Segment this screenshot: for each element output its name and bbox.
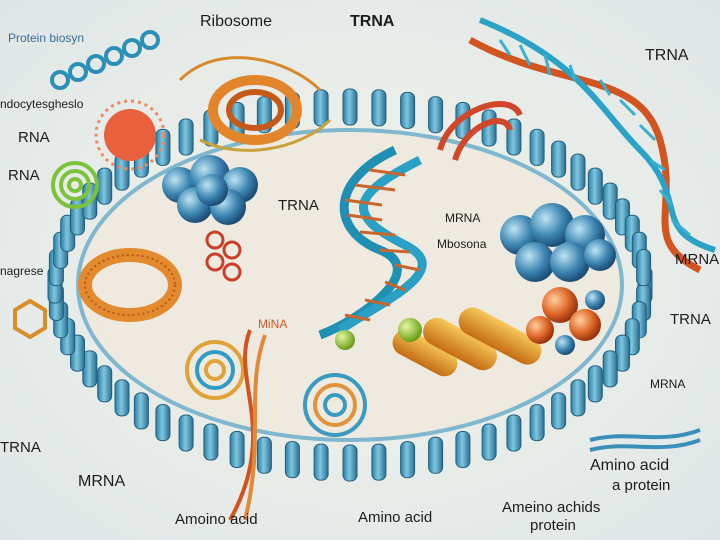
label-rna-left-2: RNA — [8, 167, 40, 184]
label-trna-left-low: TRNA — [0, 439, 41, 456]
rna-chain-top-left — [50, 30, 160, 90]
ribosome-cluster-right — [500, 203, 616, 282]
membrane-protein-cylinder — [636, 249, 652, 287]
label-ameino-achids-line1: Ameino achids — [502, 499, 601, 516]
ring-molecules — [205, 230, 242, 282]
label-endocytosis: ndocytesgheslo — [0, 97, 84, 111]
label-mrna-right-low: MRNA — [650, 377, 686, 391]
cell-membrane — [47, 88, 653, 482]
membrane-protein-cylinder — [203, 423, 219, 461]
membrane-protein-cylinder — [229, 431, 245, 468]
label-trna-center: TRNA — [278, 197, 319, 214]
label-trna-top-right: TRNA — [645, 47, 689, 64]
membrane-protein-cylinder — [114, 379, 130, 417]
label-ameino-achids-line2: protein — [530, 517, 576, 534]
spiral-coils — [185, 340, 367, 437]
membrane-protein-cylinder — [428, 436, 444, 474]
membrane-protein-cylinder — [570, 379, 586, 417]
membrane-protein-cylinder — [313, 443, 329, 481]
amino-acid-molecule — [526, 287, 605, 355]
label-rna-left: RNA — [18, 129, 50, 146]
label-trna-right-mid: TRNA — [670, 311, 711, 328]
ribosome-donut-left — [78, 248, 182, 322]
label-mrna-right: MRNA — [675, 251, 720, 268]
label-mrna-bottom-left: MRNA — [78, 473, 126, 490]
label-amino-acid-a-protein-line1: Amino acid — [590, 457, 670, 474]
membrane-protein-cylinder — [400, 441, 416, 479]
ribosome-cluster-left — [162, 155, 258, 225]
membrane-protein-cylinder — [529, 404, 545, 442]
membrane-protein-cylinder — [97, 365, 113, 403]
label-mrna-center: MRNA — [445, 211, 481, 225]
membrane-protein-cylinder — [133, 392, 149, 430]
label-amino-acid-bottom-center: Amino acid — [358, 509, 433, 526]
membrane-protein-cylinder — [256, 436, 272, 474]
label-trna-top: TRNA — [350, 13, 395, 30]
dna-red-helix-bottom — [228, 329, 267, 521]
membrane-protein-cylinder — [284, 441, 300, 479]
membrane-protein-cylinder — [570, 153, 586, 191]
rna-strand-bottom-right — [589, 428, 701, 452]
membrane-protein-cylinder — [428, 96, 444, 134]
membrane-protein-cylinder — [178, 118, 194, 156]
membrane-protein-cylinder — [587, 167, 603, 205]
membrane-protein-cylinder — [481, 423, 497, 461]
membrane-protein-cylinder — [342, 88, 358, 126]
trna-loop-top — [437, 101, 523, 161]
membrane-protein-cylinder — [371, 443, 387, 481]
membrane-protein-cylinder — [551, 392, 567, 430]
label-amino-acid-bottom-left: Amoino acid — [175, 511, 258, 528]
membrane-protein-cylinder — [313, 89, 329, 127]
membrane-protein-cylinder — [529, 128, 545, 166]
membrane-protein-cylinder — [155, 128, 171, 166]
membrane-protein-cylinder — [455, 431, 471, 468]
membrane-protein-cylinder — [551, 140, 567, 178]
dna-double-helix-top-right — [468, 17, 716, 274]
ribosome-top — [178, 56, 332, 152]
label-amino-acid-a-protein-line2: a protein — [612, 477, 671, 494]
spiky-protein — [94, 99, 166, 171]
green-molecules — [335, 318, 422, 350]
membrane-protein-cylinder — [155, 404, 171, 442]
label-mbosona: Mbosona — [437, 237, 487, 251]
label-protein-biosynthesis: Protein biosyn — [8, 31, 85, 45]
label-ribosome: Ribosome — [200, 13, 273, 30]
membrane-protein-cylinder — [481, 109, 497, 147]
dna-double-helix-center — [318, 145, 427, 340]
membrane-protein-cylinder — [178, 414, 194, 452]
membrane-protein-cylinder — [97, 167, 113, 205]
membrane-protein-cylinder — [506, 414, 522, 452]
membrane-protein-cylinder — [371, 89, 387, 127]
label-nagrese: nagrese — [0, 264, 44, 278]
membrane-protein-cylinder — [342, 444, 358, 482]
membrane-protein-cylinder — [587, 365, 603, 403]
green-coil — [51, 161, 99, 209]
membrane-protein-cylinder — [602, 350, 618, 388]
membrane-protein-cylinder — [400, 91, 416, 129]
label-mina: MiNA — [258, 317, 288, 331]
hexagon-molecule-left — [13, 298, 47, 340]
